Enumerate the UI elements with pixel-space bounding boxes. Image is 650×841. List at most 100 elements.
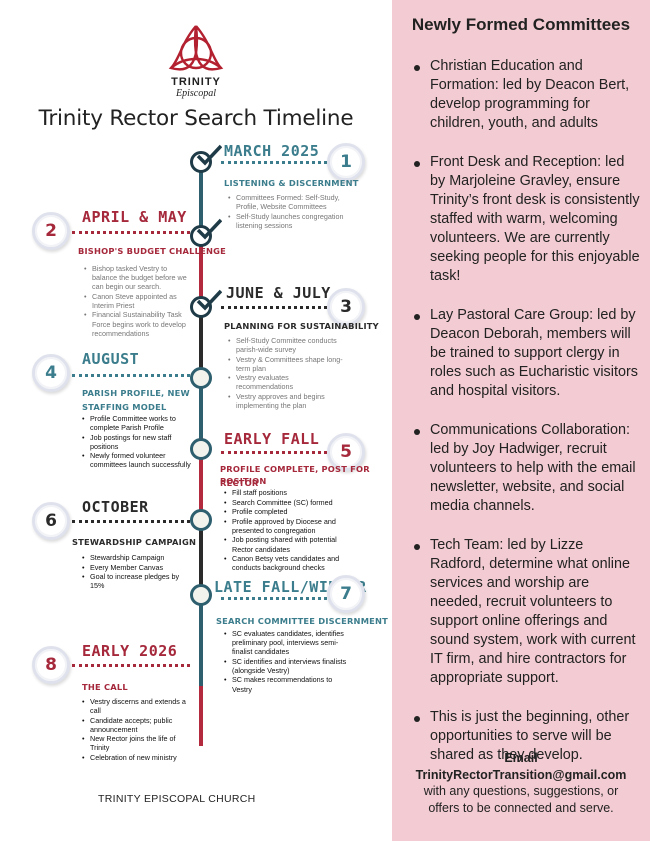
footer-church-name: TRINITY EPISCOPAL CHURCH — [98, 793, 256, 805]
timeline-line — [199, 160, 203, 238]
trinity-logo: TRINITY Episcopal — [161, 22, 231, 117]
period-label: OCTOBER — [82, 498, 149, 516]
list-item: Candidate accepts; public announcement — [82, 716, 192, 734]
step-badge-5: 5 — [327, 433, 365, 471]
list-item: Vestry approves and begins implementing … — [228, 392, 344, 410]
list-item: Front Desk and Reception: led by Marjole… — [414, 153, 642, 286]
bullet-list: Committees Formed: Self-Study, Profile, … — [226, 193, 356, 230]
timeline-line — [199, 378, 203, 438]
connector-dots — [72, 520, 190, 523]
bullet-list: Vestry discerns and extends a call Candi… — [80, 697, 192, 763]
connector-dots — [72, 231, 190, 234]
list-item: Financial Sustainability Task Force begi… — [84, 310, 194, 337]
connector-dots — [221, 597, 327, 600]
list-item: SC evaluates candidates, identifies prel… — [224, 629, 352, 656]
list-item: Goal to increase pledges by 15% — [82, 572, 192, 590]
list-item: Tech Team: led by Lizze Radford, determi… — [414, 536, 642, 688]
committees-title: Newly Formed Committees — [411, 15, 631, 34]
bullet-list: Stewardship Campaign Every Member Canvas… — [80, 553, 192, 591]
step-badge-6: 6 — [32, 502, 70, 540]
list-item: New Rector joins the life of Trinity — [82, 734, 192, 752]
timeline-node-7 — [190, 584, 212, 606]
timeline-panel: TRINITY Episcopal Trinity Rector Search … — [0, 0, 392, 841]
section-subtitle: PARISH PROFILE, NEW — [82, 388, 190, 398]
list-item: Self-Study launches congregation listeni… — [228, 212, 356, 230]
section-subtitle: STAFFING MODEL — [82, 402, 167, 412]
checkmark-icon — [196, 144, 222, 166]
connector-dots — [72, 374, 190, 377]
list-item: Vestry discerns and extends a call — [82, 697, 192, 715]
period-label: AUGUST — [82, 350, 140, 368]
list-item: Search Committee (SC) formed — [224, 498, 350, 507]
list-item: Profile Committee works to complete Pari… — [82, 414, 192, 432]
step-badge-4: 4 — [32, 354, 70, 392]
list-item: Every Member Canvas — [82, 563, 192, 572]
list-item: Vestry evaluates recommendations — [228, 373, 344, 391]
list-item: Canon Steve appointed as Interim Priest — [84, 292, 194, 310]
list-item: Profile approved by Diocese and presente… — [224, 517, 350, 535]
timeline-node-2 — [190, 218, 222, 247]
list-item: Profile completed — [224, 507, 350, 516]
bullet-list: Bishop tasked Vestry to balance the budg… — [82, 264, 194, 338]
committees-panel: Newly Formed Committees Christian Educat… — [392, 0, 650, 841]
timeline-line — [199, 518, 203, 596]
timeline-line — [199, 238, 203, 308]
logo-subtitle: Episcopal — [176, 88, 216, 99]
step-badge-8: 8 — [32, 646, 70, 684]
list-item: Canon Betsy vets candidates and conducts… — [224, 554, 350, 572]
timeline-node-5 — [190, 438, 212, 460]
timeline-line — [199, 686, 203, 746]
contact-block: Email TrinityRectorTransition@gmail.com … — [392, 750, 650, 816]
timeline-node-6 — [190, 509, 212, 531]
period-label: EARLY FALL — [224, 430, 320, 448]
checkmark-icon — [196, 289, 222, 311]
logo-name: TRINITY — [171, 76, 221, 88]
list-item: Vestry & Committees shape long-term plan — [228, 355, 344, 373]
list-item: Self-Study Committee conducts parish-wid… — [228, 336, 344, 354]
section-subtitle: POSITION — [220, 476, 267, 486]
timeline-line — [199, 438, 203, 518]
checkmark-icon — [196, 218, 222, 240]
list-item: This is just the beginning, other opport… — [414, 708, 642, 765]
period-label: EARLY 2026 — [82, 642, 178, 660]
list-item: Celebration of new ministry — [82, 753, 192, 762]
committees-list: Christian Education and Formation: led b… — [414, 57, 642, 785]
list-item: Bishop tasked Vestry to balance the budg… — [84, 264, 194, 291]
list-item: Committees Formed: Self-Study, Profile, … — [228, 193, 356, 211]
step-badge-1: 1 — [327, 143, 365, 181]
contact-email[interactable]: TrinityRectorTransition@gmail.com — [415, 767, 627, 782]
connector-dots — [221, 161, 327, 164]
step-badge-2: 2 — [32, 212, 70, 250]
timeline-line — [199, 596, 203, 686]
contact-label: Email — [504, 751, 538, 765]
list-item: Communications Collaboration: led by Joy… — [414, 421, 642, 516]
section-subtitle: PLANNING FOR SUSTAINABILITY — [224, 321, 379, 331]
section-subtitle: BISHOP'S BUDGET CHALLENGE — [78, 246, 226, 256]
list-item: Fill staff positions — [224, 488, 350, 497]
bullet-list: Fill staff positions Search Committee (S… — [222, 488, 350, 573]
timeline-node-4 — [190, 367, 212, 389]
timeline-node-1 — [190, 144, 222, 173]
step-badge-7: 7 — [327, 575, 365, 613]
connector-dots — [221, 306, 327, 309]
section-subtitle: THE CALL — [82, 682, 128, 692]
period-label: JUNE & JULY — [226, 284, 331, 302]
section-subtitle: LISTENING & DISCERNMENT — [224, 178, 359, 188]
connector-dots — [221, 451, 327, 454]
list-item: SC makes recommendations to Vestry — [224, 675, 352, 693]
bullet-list: Self-Study Committee conducts parish-wid… — [226, 336, 344, 411]
triquetra-icon — [168, 25, 224, 71]
section-subtitle: PROFILE COMPLETE, POST FOR RECTOR — [220, 464, 370, 488]
section-subtitle: SEARCH COMMITTEE DISCERNMENT — [216, 616, 389, 626]
list-item: Newly formed volunteer committees launch… — [82, 451, 192, 469]
connector-dots — [72, 664, 190, 667]
contact-text: offers to be connected and serve. — [428, 800, 614, 815]
timeline-line — [199, 308, 203, 378]
bullet-list: Profile Committee works to complete Pari… — [80, 414, 192, 470]
list-item: Job postings for new staff positions — [82, 433, 192, 451]
list-item: SC identifies and interviews finalists (… — [224, 657, 352, 675]
list-item: Christian Education and Formation: led b… — [414, 57, 642, 133]
contact-text: with any questions, suggestions, or — [423, 784, 619, 798]
period-label: APRIL & MAY — [82, 208, 187, 226]
section-subtitle: STEWARDSHIP CAMPAIGN — [72, 537, 197, 547]
